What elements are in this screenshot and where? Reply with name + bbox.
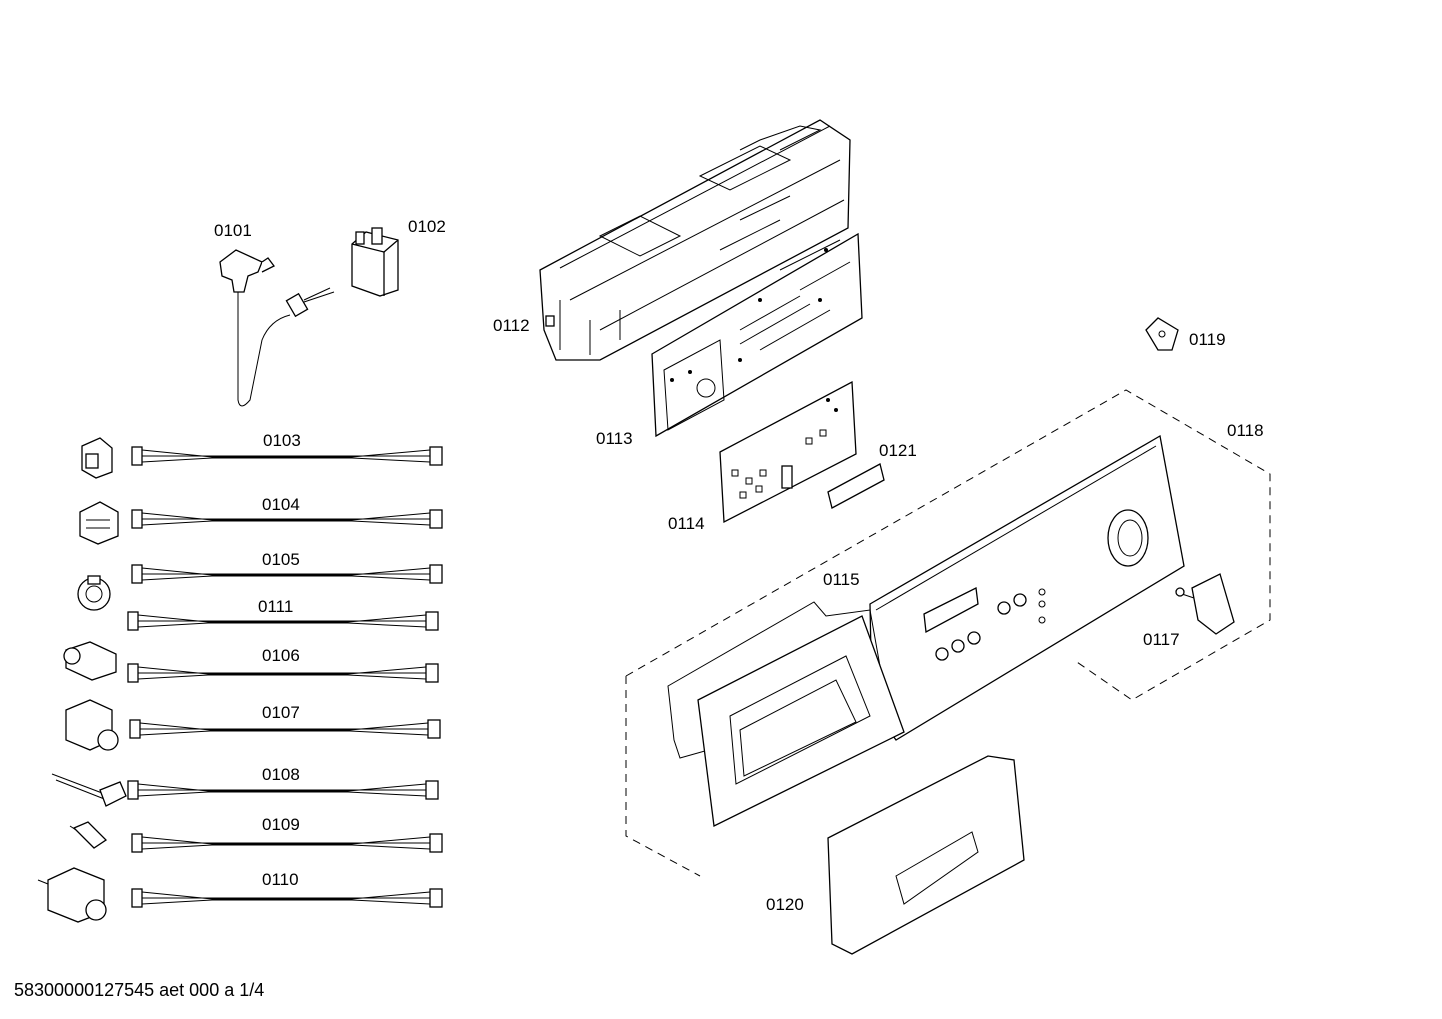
label-0101: 0101: [214, 221, 252, 240]
power-cord-part: [219, 249, 335, 407]
drawer-handle-part: [827, 755, 1025, 955]
wire-harness-0104: [131, 509, 443, 529]
main-circuit-board-part: [651, 232, 863, 438]
label-0118: 0118: [1227, 421, 1264, 440]
wire-harness-0110: [131, 888, 443, 908]
display-lens-part: [827, 463, 885, 509]
door-interlock-part: [79, 501, 119, 545]
label-0121: 0121: [879, 441, 917, 460]
wire-harness-0106: [127, 663, 439, 683]
label-0119: 0119: [1189, 330, 1226, 349]
drain-pump-part: [65, 699, 119, 751]
label-0111: 0111: [258, 597, 293, 616]
control-housing-part: [539, 119, 851, 361]
wire-harness-0103: [131, 446, 443, 466]
wire-harness-0111: [127, 611, 439, 631]
label-0110: 0110: [262, 870, 299, 889]
dispenser-frame-part: [667, 601, 905, 827]
label-0120: 0120: [766, 895, 804, 914]
wire-harness-0107: [129, 719, 441, 739]
heater-element-part: [51, 773, 127, 807]
document-reference-footer: 58300000127545 aet 000 a 1/4: [14, 980, 265, 1000]
label-0107: 0107: [262, 703, 300, 722]
pressure-switch-part: [77, 575, 111, 611]
label-0114: 0114: [668, 514, 705, 533]
display-circuit-board-part: [719, 380, 857, 524]
bracket-part: [1145, 317, 1179, 351]
label-0105: 0105: [262, 550, 300, 569]
label-0115: 0115: [823, 570, 860, 589]
wire-harness-0109: [131, 833, 443, 853]
label-0103: 0103: [263, 431, 301, 450]
door-lock-part: [81, 437, 113, 479]
inlet-valve-part: [63, 641, 117, 681]
label-0102: 0102: [408, 217, 446, 236]
label-0104: 0104: [262, 495, 300, 514]
wire-harness-0105: [131, 564, 443, 584]
label-0113: 0113: [596, 429, 633, 448]
interference-filter-part: [351, 227, 399, 297]
label-0112: 0112: [493, 316, 530, 335]
wire-harness-0108: [127, 780, 439, 800]
control-panel-fascia-part: [869, 434, 1185, 741]
label-0117: 0117: [1143, 630, 1180, 649]
selector-knob-part: [1175, 573, 1235, 635]
label-0109: 0109: [262, 815, 300, 834]
label-0108: 0108: [262, 765, 300, 784]
motor-part: [37, 867, 107, 923]
label-0106: 0106: [262, 646, 300, 665]
assembly-outline: [625, 389, 1271, 877]
ntc-sensor-part: [69, 821, 108, 849]
